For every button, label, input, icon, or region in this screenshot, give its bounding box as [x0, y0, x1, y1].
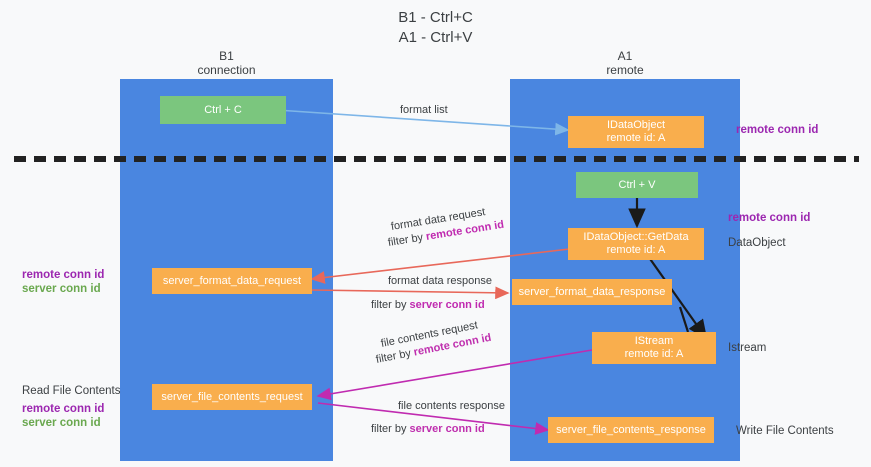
- edge-label-format-data-response-line1: format data response: [388, 275, 492, 287]
- left-label-read-file-contents: Read File Contents: [22, 385, 121, 397]
- filter-by-text: filter by: [374, 346, 415, 366]
- node-idataobject-getdata[interactable]: IDataObject::GetData remote id: A: [568, 228, 704, 260]
- column-header-a1: A1 remote: [606, 49, 644, 77]
- right-label-remote-conn-id-top: remote conn id: [736, 124, 819, 136]
- node-server-file-contents-response[interactable]: server_file_contents_response: [548, 417, 714, 443]
- filter-by-text: filter by: [371, 299, 410, 311]
- edge-label-file-contents-response-line2: filter by server conn id: [371, 422, 485, 436]
- node-server-format-data-request[interactable]: server_format_data_request: [152, 268, 312, 294]
- section-divider: [14, 156, 859, 162]
- server-conn-id-ref: server conn id: [409, 299, 485, 311]
- node-ctrl-v[interactable]: Ctrl + V: [576, 172, 698, 198]
- right-label-istream: Istream: [728, 342, 767, 354]
- right-label-dataobject: DataObject: [728, 237, 786, 249]
- legend2-server-conn-id: server conn id: [22, 417, 101, 429]
- page-title: B1 - Ctrl+C A1 - Ctrl+V: [398, 9, 473, 46]
- right-label-remote-conn-id-mid: remote conn id: [728, 212, 811, 224]
- node-server-format-data-response[interactable]: server_format_data_response: [512, 279, 672, 305]
- filter-by-text: filter by: [371, 423, 410, 435]
- left-legend-conn-ids: remote conn id server conn id: [22, 268, 104, 296]
- legend2-remote-conn-id: remote conn id: [22, 403, 105, 415]
- right-label-write-file-contents: Write File Contents: [736, 425, 834, 437]
- node-server-file-contents-request[interactable]: server_file_contents_request: [152, 384, 312, 410]
- node-ctrl-c[interactable]: Ctrl + C: [160, 96, 286, 124]
- edge-format-data-response: [311, 286, 510, 300]
- legend-server-conn-id: server conn id: [22, 283, 101, 295]
- left-legend-conn-ids-2: remote conn id server conn id: [22, 402, 104, 430]
- legend-remote-conn-id: remote conn id: [22, 269, 105, 281]
- node-idataobject[interactable]: IDataObject remote id: A: [568, 116, 704, 148]
- edge-label-format-list: format list: [400, 104, 448, 116]
- server-conn-id-ref: server conn id: [409, 423, 485, 435]
- edge-label-file-contents-response-line1: file contents response: [398, 400, 506, 412]
- node-istream[interactable]: IStream remote id: A: [592, 332, 716, 364]
- column-header-b1: B1 connection: [197, 49, 256, 77]
- edge-label-format-data-response-line2: filter by server conn id: [371, 298, 485, 312]
